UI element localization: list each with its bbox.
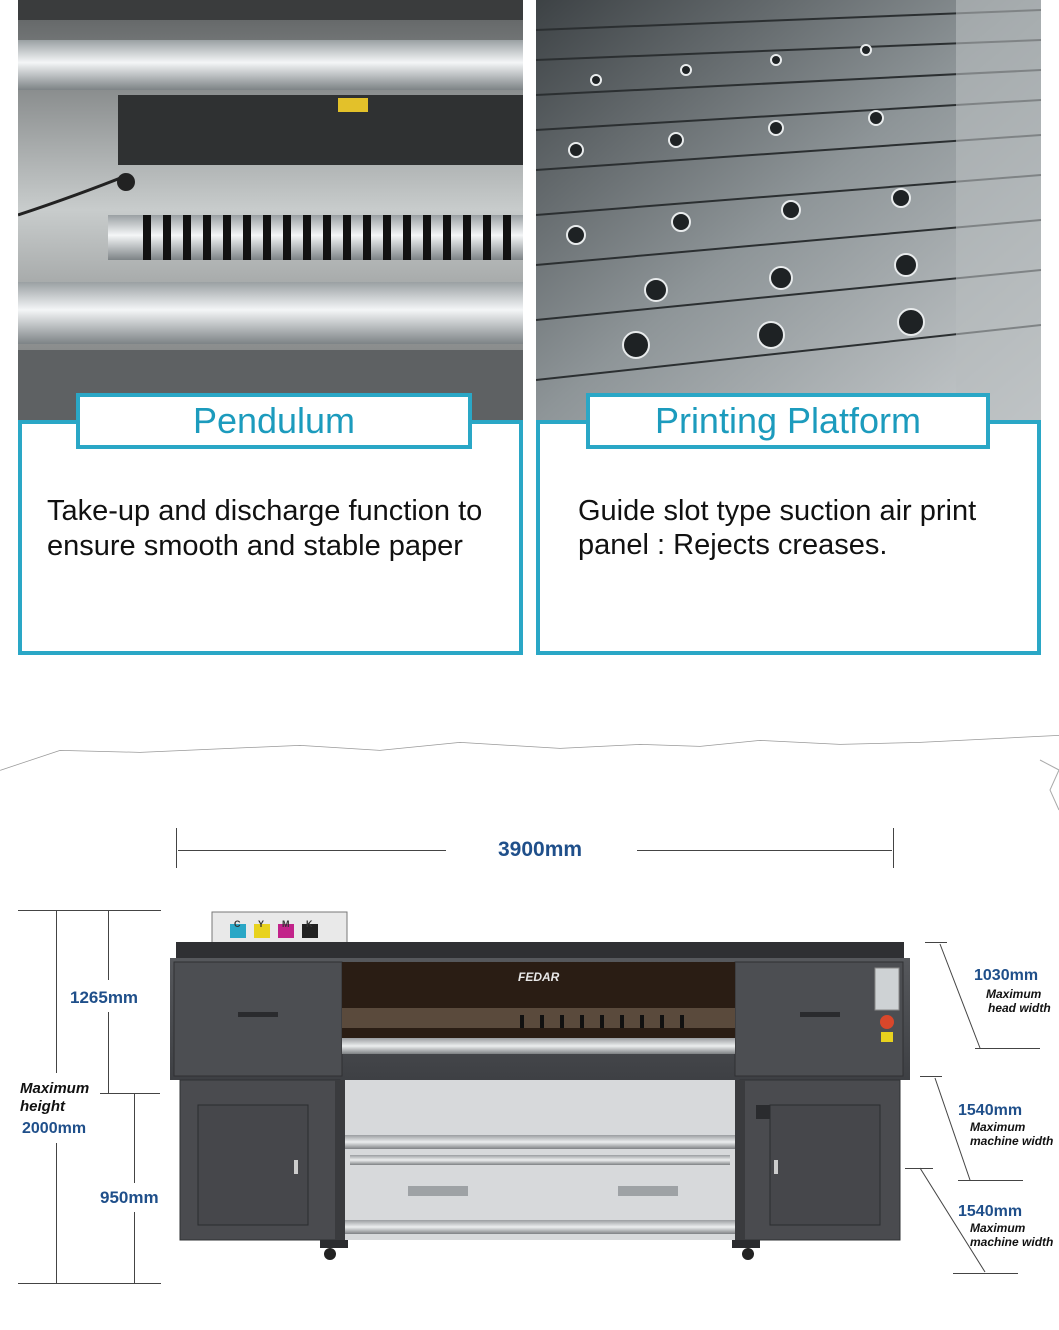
head-width-label-1: Maximum: [986, 987, 1042, 1001]
total-width-label: 3900mm: [498, 838, 583, 861]
max-height-value: 2000mm: [22, 1120, 87, 1137]
max-height-line-upper: [56, 910, 57, 1073]
ink-label-m: M: [282, 919, 290, 929]
printing-platform-text-box: Guide slot type suction air print panel …: [536, 420, 1041, 655]
upper-height-line-a: [108, 910, 109, 980]
machine-width-tick-1: [920, 1076, 942, 1077]
lower-height-label: 950mm: [100, 1188, 159, 1207]
max-height-label-2: height: [20, 1098, 65, 1115]
printing-platform-title: Printing Platform: [586, 393, 990, 449]
torn-paper-edge: [0, 730, 1059, 811]
machine-width-value-2: 1540mm: [958, 1203, 1023, 1220]
upper-height-label: 1265mm: [70, 988, 139, 1007]
pendulum-photo: [18, 0, 523, 420]
pendulum-description: Take-up and discharge function to ensure…: [47, 495, 483, 562]
width-line-right: [637, 850, 892, 851]
feature-card-pendulum: Take-up and discharge function to ensure…: [18, 0, 523, 655]
top-height-tick: [18, 910, 161, 911]
machine-width-tick-3: [958, 1180, 1023, 1181]
machine-width-value-1: 1540mm: [958, 1102, 1023, 1119]
printer-machine: C Y M K FEDAR: [170, 900, 910, 1280]
machine-width-tick-4: [953, 1273, 1018, 1274]
ink-label-k: K: [306, 919, 313, 929]
lower-height-line-b: [134, 1212, 135, 1283]
head-width-tick-bottom: [975, 1048, 1040, 1049]
brand-logo: FEDAR: [518, 970, 560, 984]
machine-width-tick-2: [905, 1168, 933, 1169]
printer-illustration: [170, 911, 910, 1260]
machine-width-label-2a: Maximum: [970, 1221, 1026, 1235]
width-line-left: [178, 850, 446, 851]
machine-width-label-1a: Maximum: [970, 1120, 1026, 1134]
lower-height-line-a: [134, 1093, 135, 1183]
max-height-label-1: Maximum: [20, 1080, 90, 1097]
printing-platform-image: [536, 0, 1041, 420]
pendulum-title: Pendulum: [76, 393, 472, 449]
upper-height-line-b: [108, 1012, 109, 1093]
max-height-line-lower: [56, 1143, 57, 1283]
bottom-height-tick: [18, 1283, 161, 1284]
head-width-tick-top: [925, 942, 947, 943]
machine-width-label-2b: machine width: [970, 1235, 1054, 1249]
mid-height-tick: [100, 1093, 160, 1094]
pendulum-text-box: Take-up and discharge function to ensure…: [18, 420, 523, 655]
width-tick-left: [176, 828, 177, 868]
width-tick-right: [893, 828, 894, 868]
ink-label-y: Y: [258, 919, 265, 929]
head-width-value: 1030mm: [974, 967, 1039, 984]
head-width-label-2: head width: [988, 1001, 1051, 1015]
pendulum-image: [18, 0, 523, 420]
right-dimension-diagonals: [919, 943, 986, 1273]
ink-label-c: C: [234, 919, 241, 929]
printing-platform-description: Guide slot type suction air print panel …: [578, 495, 977, 561]
printing-platform-photo: [536, 0, 1041, 420]
machine-width-label-1b: machine width: [970, 1134, 1054, 1148]
feature-card-printing-platform: Guide slot type suction air print panel …: [536, 0, 1041, 655]
